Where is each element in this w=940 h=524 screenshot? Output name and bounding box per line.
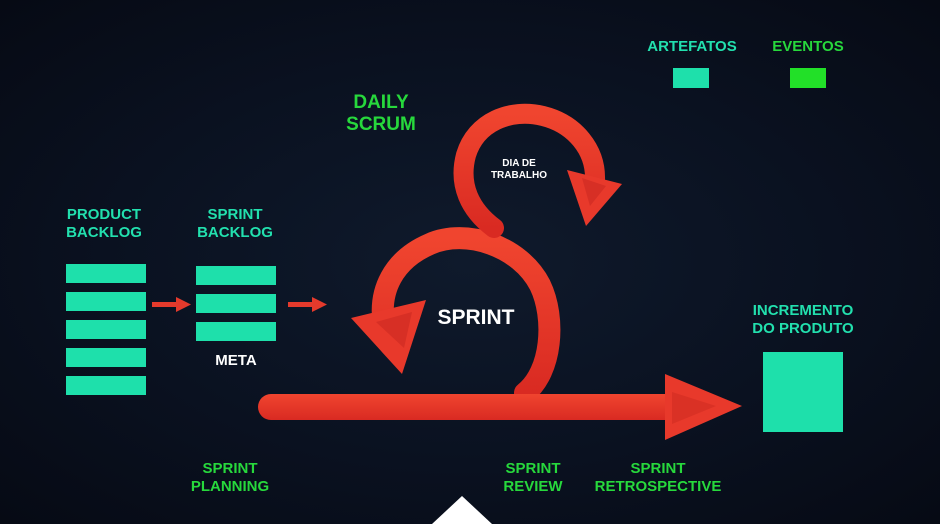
daily-scrum-label: DAILY SCRUM [346, 92, 416, 136]
small-arrow-sprint-to-loop [288, 297, 327, 312]
sprint-review-label: SPRINT REVIEW [503, 460, 563, 495]
small-arrow-product-to-sprint [152, 297, 191, 312]
daily-scrum-loop-arc [453, 103, 605, 238]
sprint-loop-arrowhead [351, 300, 426, 374]
sprint-backlog-item [196, 266, 276, 285]
product-backlog-label: PRODUCT BACKLOG [66, 206, 142, 241]
legend-eventos-swatch [790, 68, 826, 88]
sprint-retrospective-label: SPRINT RETROSPECTIVE [594, 460, 722, 495]
incremento-block [763, 352, 843, 432]
product-backlog-item [66, 292, 146, 311]
legend-artefatos-swatch [673, 68, 709, 88]
sprint-loop-arc [371, 227, 561, 404]
timeline-arrow-shaft [258, 394, 688, 420]
product-backlog-item [66, 320, 146, 339]
sprint-backlog-label: SPRINT BACKLOG [197, 206, 273, 241]
sprint-backlog-item [196, 294, 276, 313]
sprint-planning-label: SPRINT PLANNING [190, 460, 270, 495]
product-backlog-item [66, 348, 146, 367]
timeline-arrowhead [665, 374, 742, 440]
product-backlog-item [66, 376, 146, 395]
legend-eventos-label: EVENTOS [772, 38, 844, 55]
meta-label: META [215, 352, 257, 369]
sprint-label: SPRINT [437, 306, 515, 329]
product-backlog-item [66, 264, 146, 283]
legend-artefatos-label: ARTEFATOS [647, 38, 737, 55]
dia-de-trabalho-label: DIA DE TRABALHO [490, 158, 548, 181]
bottom-pointer-notch [432, 496, 492, 524]
incremento-label: INCREMENTO DO PRODUTO [752, 302, 854, 337]
sprint-backlog-item [196, 322, 276, 341]
